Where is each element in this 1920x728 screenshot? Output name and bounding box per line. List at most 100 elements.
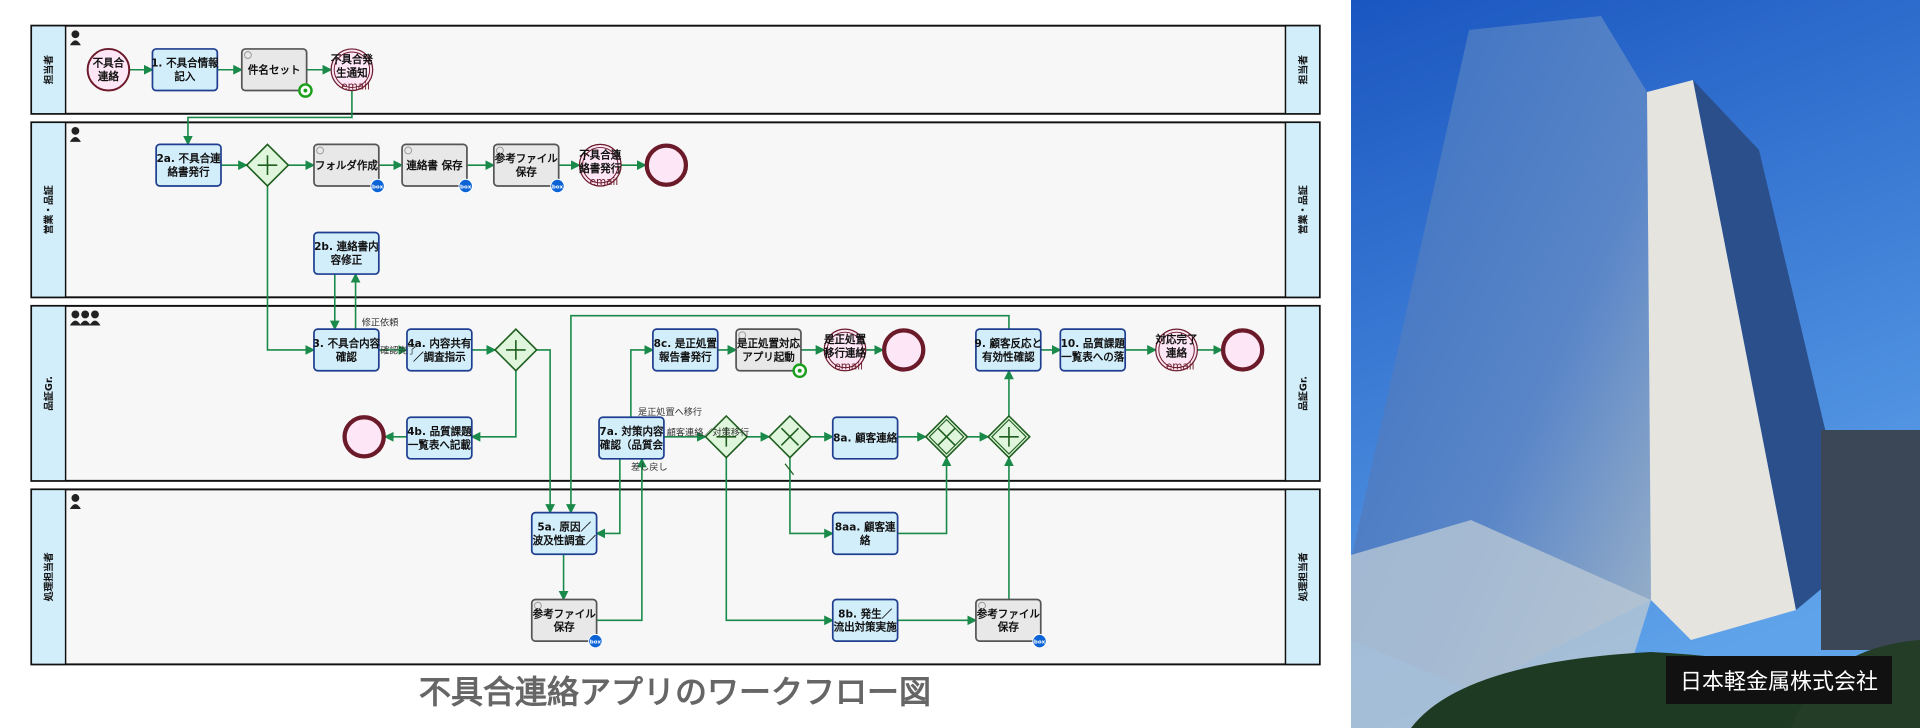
task-box (975, 598, 1042, 642)
email-event-inner (582, 146, 619, 184)
lane-header-right (1284, 121, 1321, 299)
node-label: 参考ファイル (977, 607, 1041, 620)
person-icon (69, 40, 81, 46)
node-label: 確認 (336, 350, 358, 363)
gateway-inner (928, 418, 965, 455)
task-t4a[interactable]: 4a. 内容共有／調査指示 (406, 328, 473, 372)
task-box (313, 231, 380, 275)
person-icon (69, 137, 81, 142)
node-label: 不具合 (93, 57, 125, 70)
person-icon (89, 320, 101, 326)
node-label: 2b. 連絡書内 (314, 240, 379, 253)
task-box (406, 416, 473, 460)
node-label: 一覧表への落 (1061, 350, 1125, 363)
person-icon (69, 320, 81, 326)
gear-icon (496, 146, 504, 155)
lane-label-right: 品証Gr. (1296, 376, 1309, 411)
edge-label-revise: 修正依頼 (362, 316, 399, 328)
node-label: 確認（品質会 (600, 438, 664, 451)
email-icon: email (834, 361, 863, 373)
node-label: 8c. 是正処置 (654, 337, 718, 350)
node-label: 保存 (997, 621, 1020, 634)
x-icon (780, 427, 800, 446)
sequence-flow-arrow (266, 185, 316, 355)
lane-label-left: 処理担当者 (42, 552, 55, 602)
task-t8a[interactable]: 8a. 顧客連絡 (831, 416, 899, 460)
sequence-flow-arrow (536, 349, 556, 514)
node-label: 7a. 対策内容 (599, 425, 664, 438)
end-event (342, 415, 386, 459)
gear-icon (738, 331, 747, 340)
node-label: 移行連絡 (824, 347, 867, 360)
task-t8aa[interactable]: 8aa. 顧客連絡 (831, 511, 899, 556)
email-icon: email (590, 176, 619, 188)
neighbor-building (1821, 430, 1920, 650)
node-label: 不具合連 (579, 148, 622, 161)
task-box (151, 48, 219, 92)
task-t5a[interactable]: 5a. 原因／波及性調査／ (530, 511, 598, 556)
box-logo-text: box (460, 184, 472, 190)
sequence-flow-arrow (566, 314, 1010, 514)
box-logo-text: box (552, 184, 564, 190)
person-icon (71, 494, 80, 502)
box-logo-icon (588, 633, 603, 649)
node-label: 絡書発行 (579, 162, 622, 175)
box-logo-text: box (590, 640, 602, 646)
service-task-subject[interactable]: 件名セット (240, 48, 313, 98)
node-label: 一覧表へ記載 (408, 438, 472, 451)
node-label: 5a. 原因／ (537, 520, 591, 533)
sequence-flow-arrow (470, 370, 517, 442)
task-box (735, 328, 802, 372)
lane-header-left (30, 24, 67, 115)
box-logo-text: box (372, 184, 384, 190)
task-t8b[interactable]: 8b. 発生／流出対策実施 (831, 598, 899, 642)
end-event-circle (342, 415, 386, 459)
node-label: 連絡 (1166, 347, 1188, 360)
node-label: 対応完了 (1155, 333, 1198, 346)
tower-glass-face (1351, 16, 1651, 690)
email-event-circle (330, 48, 374, 92)
lane-label-right: 処理担当者 (1296, 552, 1309, 602)
node-label: 流出対策実施 (834, 621, 898, 634)
task-box (1059, 328, 1127, 372)
gateway-inner (991, 418, 1027, 455)
lane-body (30, 488, 1321, 666)
person-icon (79, 320, 91, 326)
node-label: 9. 顧客反応と (975, 337, 1043, 350)
building-image (1351, 0, 1920, 728)
person-icon (69, 504, 81, 509)
lane-label-right: 営業・品証 (1296, 185, 1309, 234)
default-flow-marker (784, 463, 795, 476)
parallel-gateway (987, 414, 1031, 459)
node-label: 4b. 品質課題 (407, 425, 472, 438)
node-label: 件名セット (248, 63, 301, 76)
gear-icon (316, 146, 325, 155)
task-box (155, 143, 222, 187)
lane-header-left (30, 121, 67, 299)
task-box (492, 143, 560, 187)
sequence-flow-arrow (596, 457, 647, 622)
edge-label-to_corrective: 是正処置へ移行 (638, 406, 702, 418)
box-logo-icon (458, 178, 473, 194)
sequence-flow-arrow (595, 458, 621, 539)
node-label: 保存 (553, 621, 576, 634)
task-box (831, 416, 899, 460)
node-label: 報告書発行 (659, 350, 712, 363)
gear-icon (404, 146, 413, 155)
